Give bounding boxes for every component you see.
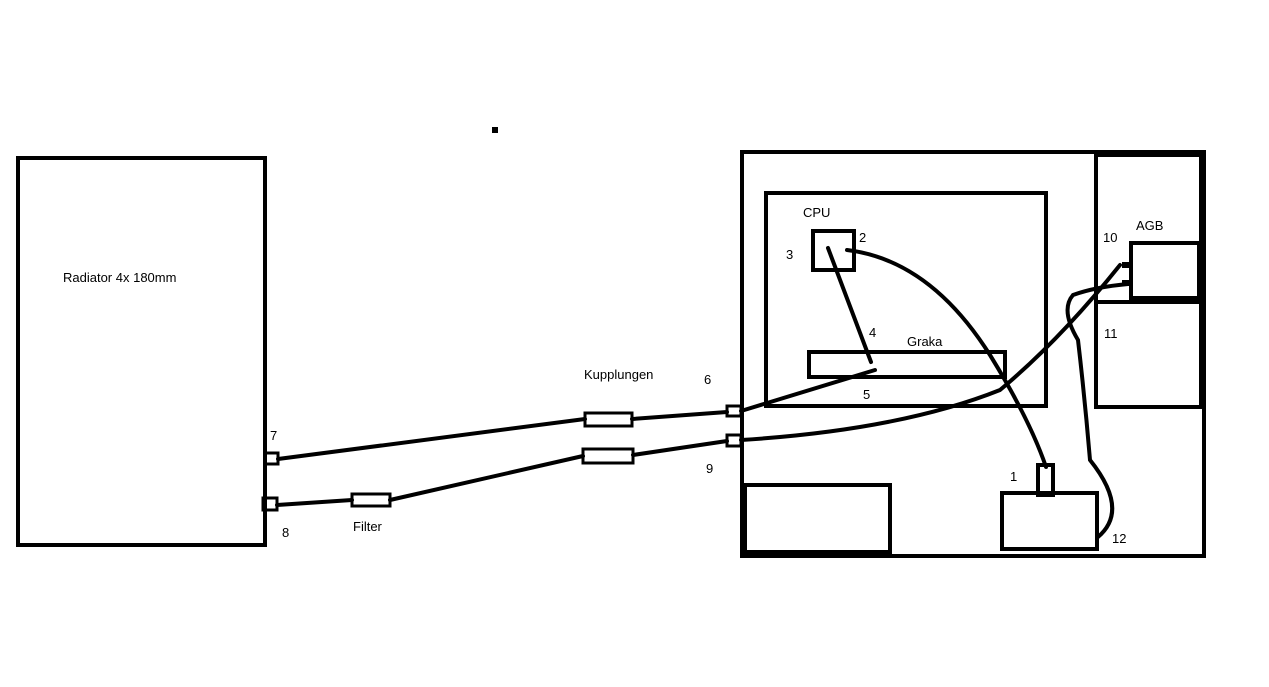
case-port-9 bbox=[725, 433, 743, 448]
agb-port-top bbox=[1122, 262, 1132, 268]
label-4: 4 bbox=[869, 325, 876, 340]
pump-inlet bbox=[1036, 463, 1055, 497]
drive-bay bbox=[1094, 153, 1203, 409]
cpu-label: CPU bbox=[803, 205, 830, 220]
gpu-block bbox=[807, 350, 1007, 379]
case-box bbox=[740, 150, 1206, 558]
agb-label: AGB bbox=[1136, 218, 1163, 233]
label-3: 3 bbox=[786, 247, 793, 262]
hose-agb-to-12 bbox=[1065, 282, 1130, 539]
hose-2-to-1 bbox=[845, 248, 1048, 469]
graka-label: Graka bbox=[907, 334, 943, 349]
radiator-label: Radiator 4x 180mm bbox=[63, 270, 176, 285]
mainboard-box bbox=[764, 191, 1048, 408]
filter-box bbox=[350, 492, 392, 508]
label-9: 9 bbox=[706, 461, 713, 476]
pump-box bbox=[1000, 491, 1099, 551]
label-1: 1 bbox=[1010, 469, 1017, 484]
psu-box bbox=[743, 483, 892, 554]
label-10: 10 bbox=[1103, 230, 1117, 245]
agb-port-bottom bbox=[1122, 280, 1132, 286]
label-8: 8 bbox=[282, 525, 289, 540]
label-7: 7 bbox=[270, 428, 277, 443]
agb-box bbox=[1129, 241, 1201, 300]
hose-filter-to-coupling bbox=[388, 454, 585, 502]
kupplungen-label: Kupplungen bbox=[584, 367, 653, 382]
hose-3-to-4 bbox=[826, 246, 873, 364]
label-11: 11 bbox=[1104, 326, 1118, 341]
label-2: 2 bbox=[859, 230, 866, 245]
hose-8-to-filter bbox=[275, 498, 354, 507]
hose-coupling-to-9 bbox=[631, 439, 729, 457]
hose-7-to-coupling bbox=[276, 417, 587, 461]
radiator-box bbox=[16, 156, 267, 547]
hose-9-to-10 bbox=[739, 263, 1122, 442]
case-port-6 bbox=[725, 404, 743, 418]
label-6: 6 bbox=[704, 372, 711, 387]
coupling-upper bbox=[583, 411, 634, 428]
coupling-lower bbox=[581, 447, 635, 465]
stray-dot bbox=[492, 127, 498, 133]
hose-coupling-to-6 bbox=[630, 410, 729, 421]
label-12: 12 bbox=[1112, 531, 1126, 546]
filter-label: Filter bbox=[353, 519, 383, 534]
label-5: 5 bbox=[863, 387, 870, 402]
hose-6-to-5 bbox=[739, 368, 877, 413]
